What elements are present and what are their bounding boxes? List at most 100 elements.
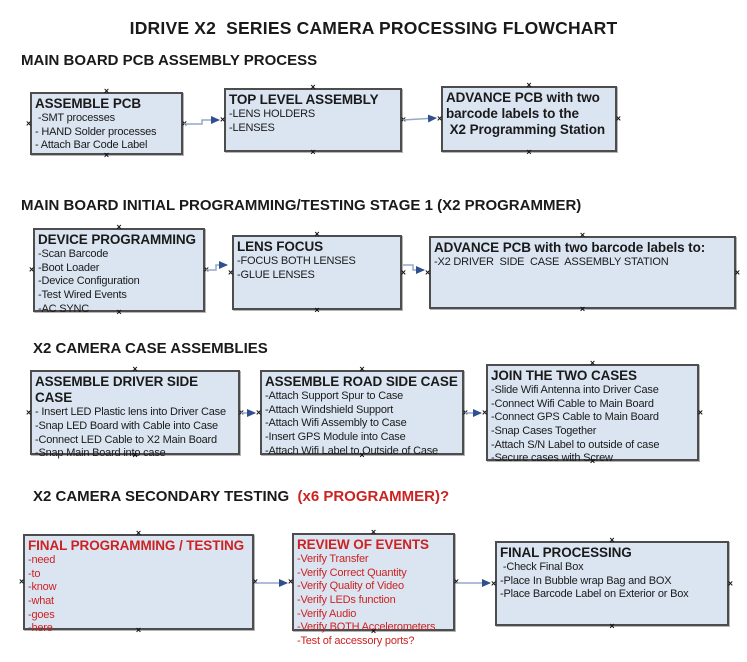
- anchor-icon: ×: [256, 407, 262, 417]
- box-item: -Scan Barcode: [38, 248, 109, 261]
- section-heading-pcb-assembly: MAIN BOARD PCB ASSEMBLY PROCESS: [21, 52, 318, 69]
- flow-box-top-level-assembly: TOP LEVEL ASSEMBLY -LENS HOLDERS-LENSES …: [220, 83, 406, 157]
- box-title: ASSEMBLE PCB: [35, 96, 142, 111]
- anchor-icon: ×: [425, 267, 431, 277]
- box-item: -Device Configuration: [38, 275, 140, 288]
- anchor-icon: ×: [310, 147, 316, 157]
- anchor-icon: ×: [252, 576, 258, 587]
- box-items: -SMT processes- HAND Solder processes- A…: [35, 112, 178, 153]
- box-title: JOIN THE TWO CASES: [491, 368, 637, 383]
- box-items: -LENS HOLDERS-LENSES: [229, 108, 397, 135]
- page-title: IDRIVE X2 SERIES CAMERA PROCESSING FLOWC…: [129, 18, 618, 38]
- box-items: -X2 DRIVER SIDE CASE ASSEMBLY STATION: [434, 256, 731, 270]
- anchor-icon: ×: [370, 527, 377, 537]
- flow-box-assemble-road-side-case: ASSEMBLE ROAD SIDE CASE -Attach Support …: [256, 365, 468, 460]
- box-title: ASSEMBLE ROAD SIDE CASE: [265, 374, 458, 389]
- anchor-icon: ×: [181, 118, 187, 128]
- box-item: -here: [28, 622, 53, 635]
- box-item: -FOCUS BOTH LENSES: [237, 255, 356, 268]
- box-item: -goes: [28, 608, 55, 621]
- anchor-icon: ×: [697, 407, 703, 417]
- anchor-icon: ×: [26, 118, 32, 128]
- box-title: TOP LEVEL ASSEMBLY: [229, 92, 379, 107]
- box-title: ADVANCE PCB with two barcode labels to:: [434, 240, 706, 255]
- box-item: -Attach Support Spur to Case: [265, 390, 404, 403]
- box-item: -Check Final Box: [500, 561, 584, 574]
- box-item: -LENSES: [229, 121, 275, 134]
- box-item: -Verify Audio: [297, 607, 357, 620]
- anchor-icon: ×: [116, 222, 122, 232]
- flow-box-advance-pcb-programming-station: ADVANCE PCB with two barcode labels to t…: [437, 81, 621, 157]
- box-item: -Insert GPS Module into Case: [265, 430, 406, 443]
- box-title: FINAL PROCESSING: [500, 545, 632, 560]
- box-item: - Attach Bar Code Label: [35, 139, 148, 152]
- flow-box-advance-pcb-driver-side-station: ADVANCE PCB with two barcode labels to: …: [425, 231, 740, 314]
- box-item: -SMT processes: [35, 112, 115, 125]
- box-items: -Slide Wifi Antenna into Driver Case-Con…: [491, 384, 694, 466]
- flow-box-device-programming: DEVICE PROGRAMMING -Scan Barcode-Boot Lo…: [29, 223, 209, 317]
- anchor-icon: ×: [734, 267, 740, 277]
- box-item: -Attach Wifi Label to Outside of Case: [265, 444, 438, 457]
- anchor-icon: ×: [314, 229, 320, 239]
- anchor-icon: ×: [437, 113, 443, 124]
- box-item: -Test Wired Events: [38, 288, 127, 301]
- anchor-icon: ×: [135, 528, 142, 538]
- anchor-icon: ×: [526, 147, 532, 157]
- anchor-icon: ×: [203, 264, 209, 275]
- box-item: -Snap LED Board with Cable into Case: [35, 419, 218, 432]
- box-item: -GLUE LENSES: [237, 268, 315, 281]
- anchor-icon: ×: [400, 114, 406, 125]
- anchor-icon: ×: [526, 80, 532, 90]
- anchor-icon: ×: [491, 578, 497, 588]
- box-item: -Verify Transfer: [297, 553, 369, 566]
- anchor-icon: ×: [19, 576, 25, 587]
- box-item: -Verify Correct Quantity: [297, 566, 407, 579]
- box-title: FINAL PROGRAMMING / TESTING: [28, 538, 245, 553]
- box-item: -Connect GPS Cable to Main Board: [491, 411, 659, 424]
- anchor-icon: ×: [482, 407, 488, 417]
- section-heading-red-part: (x6 PROGRAMMER)?: [293, 488, 450, 505]
- flow-box-review-of-events: REVIEW OF EVENTS -Verify Transfer-Verify…: [288, 528, 459, 647]
- anchor-icon: ×: [26, 407, 32, 417]
- anchor-icon: ×: [579, 304, 586, 314]
- section-heading-secondary-testing: X2 CAMERA SECONDARY TESTING (x6 PROGRAMM…: [33, 488, 449, 505]
- box-item: -Verify Quality of Video: [297, 580, 404, 593]
- box-item: -Attach Windshield Support: [265, 403, 394, 416]
- box-item: - Insert LED Plastic lens into Driver Ca…: [35, 406, 226, 419]
- flow-box-final-programming-testing: FINAL PROGRAMMING / TESTING -need-to-kno…: [19, 529, 258, 635]
- anchor-icon: ×: [29, 264, 35, 275]
- anchor-icon: ×: [615, 113, 621, 124]
- anchor-icon: ×: [579, 230, 586, 240]
- box-title: ADVANCE PCB with two barcode labels to t…: [446, 90, 605, 138]
- anchor-icon: ×: [609, 621, 615, 631]
- anchor-icon: ×: [400, 267, 406, 277]
- box-item: -Verify LEDs function: [297, 593, 396, 606]
- anchor-icon: ×: [132, 364, 138, 374]
- box-item: -know: [28, 581, 57, 594]
- flow-box-join-the-two-cases: JOIN THE TWO CASES -Slide Wifi Antenna i…: [482, 359, 703, 466]
- connector-arrow: [403, 264, 425, 274]
- anchor-icon: ×: [310, 82, 316, 92]
- anchor-icon: ×: [228, 267, 234, 277]
- box-items: -Check Final Box-Place In Bubble wrap Ba…: [500, 561, 724, 602]
- box-item: -Verify BOTH Accelerometers: [297, 621, 436, 634]
- section-heading-black-part: X2 CAMERA SECONDARY TESTING: [33, 488, 294, 505]
- flow-box-assemble-driver-side-case: ASSEMBLE DRIVER SIDE CASE - Insert LED P…: [26, 365, 244, 460]
- box-title: REVIEW OF EVENTS: [297, 537, 429, 552]
- box-items: -need-to-know-what-goes-here: [28, 554, 249, 636]
- box-item: -Attach S/N Label to outside of case: [491, 438, 660, 451]
- anchor-icon: ×: [727, 578, 733, 588]
- box-item: -Place Barcode Label on Exterior or Box: [500, 588, 689, 601]
- box-item: -need: [28, 554, 56, 567]
- box-item: -what: [28, 594, 54, 607]
- box-item: -Attach Wifi Assembly to Case: [265, 417, 407, 430]
- connector-arrow: [206, 261, 228, 271]
- connector-arrow: [184, 116, 220, 125]
- flow-box-final-processing: FINAL PROCESSING -Check Final Box-Place …: [491, 536, 733, 631]
- section-heading-initial-programming: MAIN BOARD INITIAL PROGRAMMING/TESTING S…: [21, 197, 582, 214]
- box-items: -FOCUS BOTH LENSES-GLUE LENSES: [237, 255, 397, 282]
- anchor-icon: ×: [220, 114, 226, 125]
- box-item: -Secure cases with Screw: [491, 452, 613, 465]
- connector-arrow: [402, 114, 437, 123]
